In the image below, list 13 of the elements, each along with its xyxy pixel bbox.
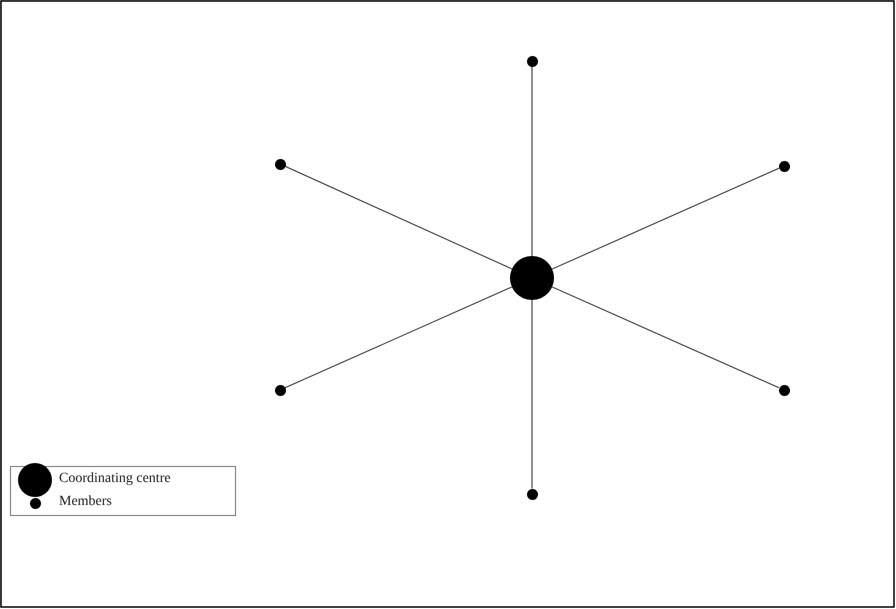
legend-label: Coordinating centre	[59, 471, 171, 487]
member-dot	[274, 158, 286, 170]
coordinating-centre-dot	[510, 256, 554, 300]
connector-line	[284, 166, 512, 270]
connector-line	[284, 286, 512, 388]
legend-label: Members	[59, 494, 112, 510]
member-dot	[778, 160, 790, 172]
connector-line	[552, 168, 780, 270]
connector-line	[552, 286, 780, 388]
member-dot	[778, 384, 790, 396]
member-dot	[526, 488, 538, 500]
member-dot	[274, 384, 286, 396]
member-dot	[526, 56, 538, 66]
